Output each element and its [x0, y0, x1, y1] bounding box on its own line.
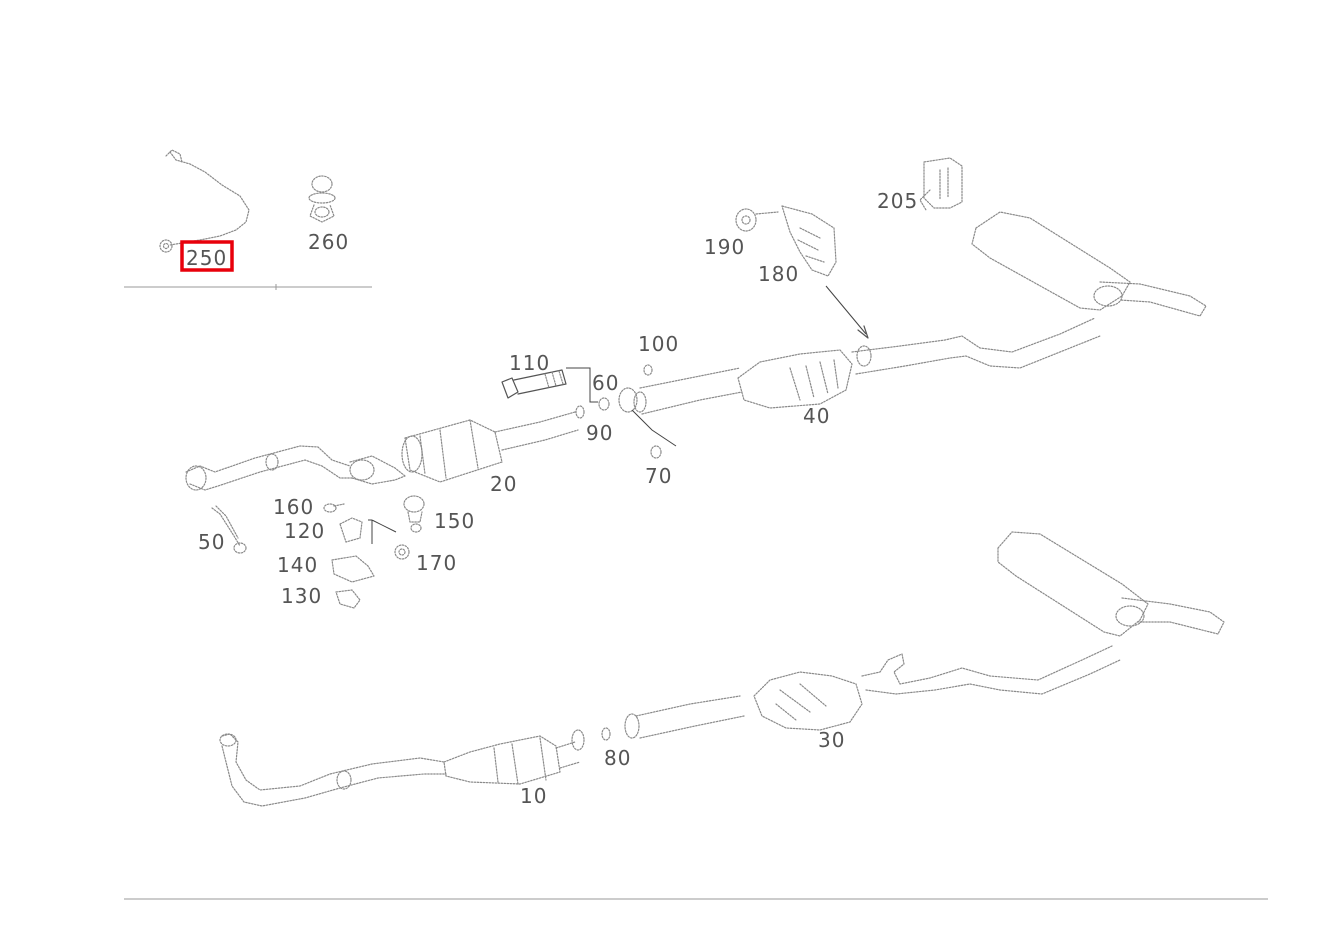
part-label-120[interactable]: 120	[284, 519, 325, 543]
part-label-205[interactable]: 205	[877, 189, 918, 213]
rear-muffler-upper	[971, 211, 1131, 311]
part-label-80[interactable]: 80	[604, 746, 631, 770]
part-label-70[interactable]: 70	[645, 464, 672, 488]
bracket-205-drawing	[919, 157, 963, 211]
catalytic-converter-10	[443, 735, 561, 785]
part-label-180[interactable]: 180	[758, 262, 799, 286]
rear-muffler-lower	[997, 531, 1149, 637]
part-labels: 250 260 205 190 180 110 100 60 90 70 40 …	[180, 189, 918, 808]
center-muffler-40	[737, 349, 853, 409]
part-label-170[interactable]: 170	[416, 551, 457, 575]
part-label-250[interactable]: 250	[186, 246, 227, 270]
part-label-90[interactable]: 90	[586, 421, 613, 445]
sensor-gasket-drawing	[308, 175, 336, 223]
part-label-110[interactable]: 110	[509, 351, 550, 375]
hardware-cluster-drawing	[211, 495, 425, 609]
part-label-100[interactable]: 100	[638, 332, 679, 356]
front-pipe	[185, 445, 353, 491]
lower-exhaust-assembly	[219, 531, 1225, 807]
part-label-260[interactable]: 260	[308, 230, 349, 254]
part-label-30[interactable]: 30	[818, 728, 845, 752]
part-label-160[interactable]: 160	[273, 495, 314, 519]
selected-part-highlight	[180, 240, 234, 272]
part-label-60[interactable]: 60	[592, 371, 619, 395]
upper-exhaust-assembly	[185, 157, 1207, 609]
part-label-40[interactable]: 40	[803, 404, 830, 428]
part-label-20[interactable]: 20	[490, 472, 517, 496]
part-label-140[interactable]: 140	[277, 553, 318, 577]
part-label-130[interactable]: 130	[281, 584, 322, 608]
part-label-10[interactable]: 10	[520, 784, 547, 808]
center-muffler-30	[753, 671, 863, 731]
lower-front-pipe	[221, 733, 447, 807]
catalytic-converter-20	[404, 419, 503, 483]
hanger-180-190-drawing	[735, 205, 837, 277]
bolt-110-drawing	[501, 369, 567, 399]
part-label-190[interactable]: 190	[704, 235, 745, 259]
oxygen-sensor-drawing	[159, 149, 250, 253]
part-label-50[interactable]: 50	[198, 530, 225, 554]
part-label-150[interactable]: 150	[434, 509, 475, 533]
inset-parts-panel	[124, 149, 372, 290]
